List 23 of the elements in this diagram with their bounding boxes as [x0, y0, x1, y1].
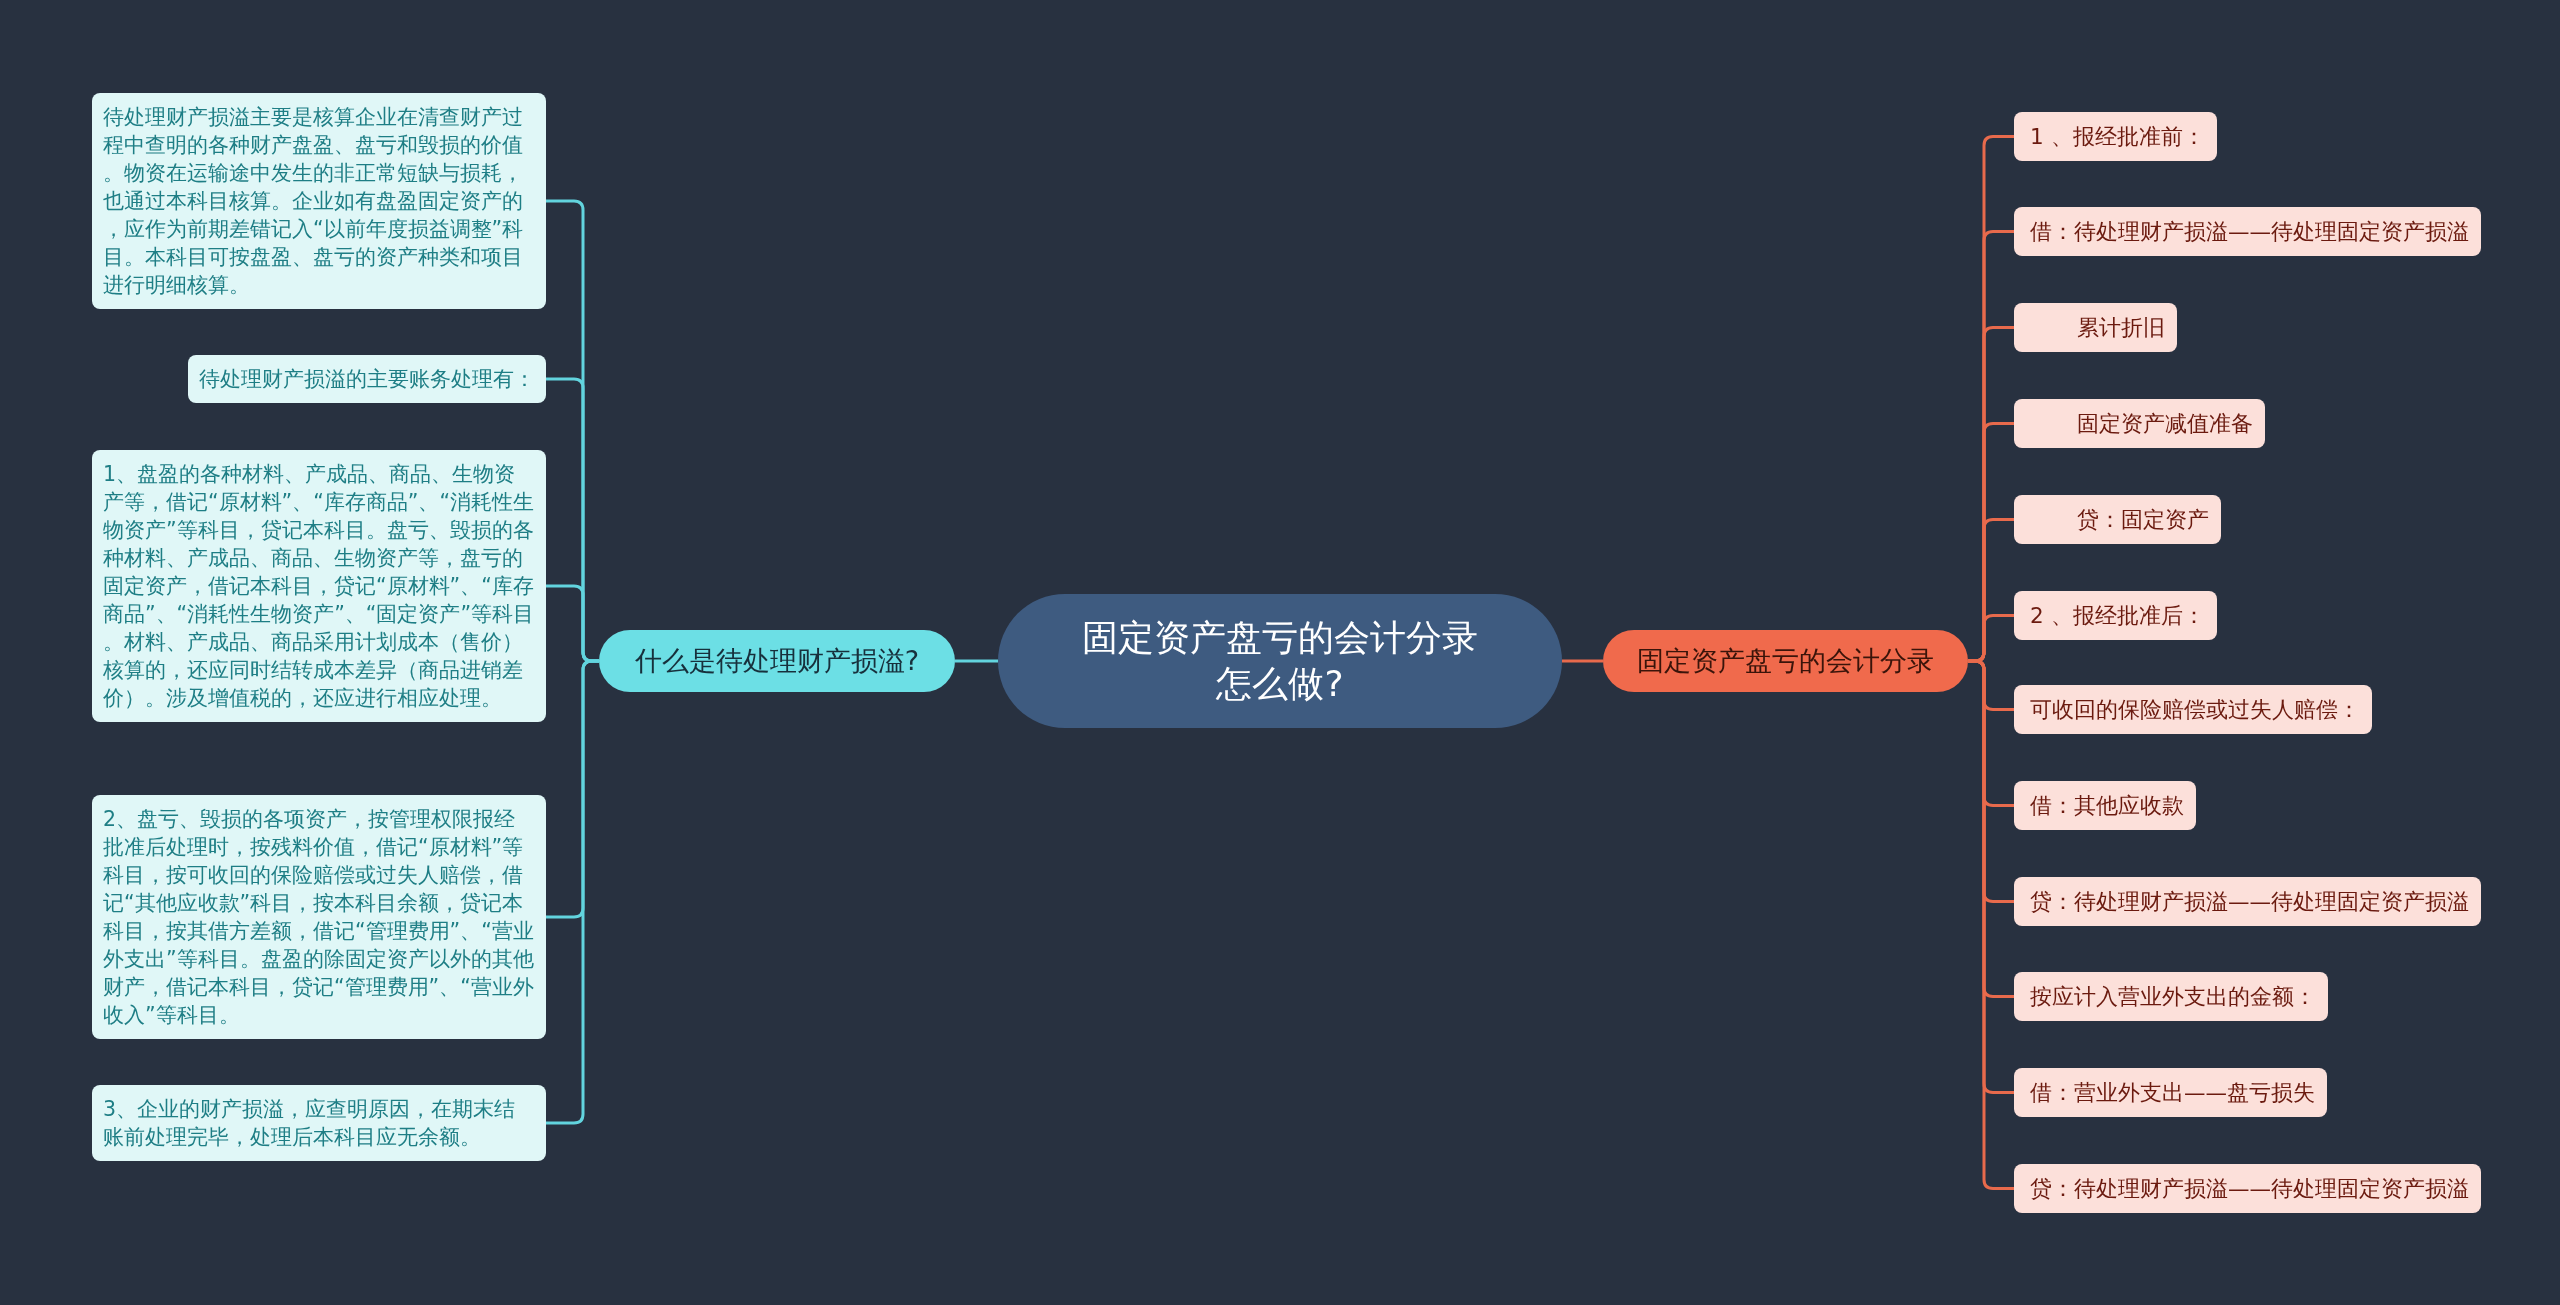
- note-box: 贷：待处理财产损溢——待处理固定资产损溢: [2014, 1164, 2481, 1213]
- note-box: 借：营业外支出——盘亏损失: [2014, 1068, 2327, 1117]
- note-box: 固定资产减值准备: [2014, 399, 2265, 448]
- connector-line: [1562, 659, 1603, 663]
- note-box: 借：其他应收款: [2014, 781, 2196, 830]
- topic-pill: 固定资产盘亏的会计分录: [1603, 630, 1968, 692]
- note-box: 累计折旧: [2014, 303, 2177, 352]
- note-box: 3、企业的财产损溢，应查明原因，在期末结账前处理完毕，处理后本科目应无余额。: [92, 1085, 546, 1161]
- note-box: 2、盘亏、毁损的各项资产，按管理权限报经批准后处理时，按残料价值，借记“原材料”等科目，按可收回的保险赔偿或过失人赔偿，借记“其他应收款”科目，按本科目余额，贷记本科目，按其借方差额，借记“管理费用”、“营业外支出”等科目。盘盈的除固定资产以外的其他财产，借记本科目，贷记“管理费用”、“营业外收入”等科目。: [92, 795, 546, 1039]
- central-topic-pill: 固定资产盘亏的会计分录怎么做?: [998, 594, 1562, 728]
- note-box: 待处理财产损溢主要是核算企业在清查财产过程中查明的各种财产盘盈、盘亏和毁损的价值。物资在运输途中发生的非正常短缺与损耗，也通过本科目核算。企业如有盘盈固定资产的，应作为前期差错记入“以前年度损益调整”科目。本科目可按盘盈、盘亏的资产种类和项目进行明细核算。: [92, 93, 546, 309]
- connector-line: [955, 659, 998, 663]
- connector-line: [546, 659, 599, 1125]
- note-box: 借：待处理财产损溢——待处理固定资产损溢: [2014, 207, 2481, 256]
- note-box: 可收回的保险赔偿或过失人赔偿：: [2014, 685, 2372, 734]
- note-box: 待处理财产损溢的主要账务处理有：: [188, 355, 546, 403]
- note-box: 1 、报经批准前：: [2014, 112, 2217, 161]
- note-box: 按应计入营业外支出的金额：: [2014, 972, 2328, 1021]
- note-box: 1、盘盈的各种材料、产成品、商品、生物资产等，借记“原材料”、“库存商品”、“消耗性生物资产”等科目，贷记本科目。盘亏、毁损的各种材料、产成品、商品、生物资产等，盘亏的固定资产，借记本科目，贷记“原材料”、“库存商品”、“消耗性生物资产”、“固定资产”等科目。材料、产成品、商品采用计划成本（售价）核算的，还应同时结转成本差异（商品进销差价）。涉及增值税的，还应进行相应处理。: [92, 450, 546, 722]
- note-box: 贷：固定资产: [2014, 495, 2221, 544]
- topic-pill: 什么是待处理财产损溢?: [598, 630, 955, 692]
- note-box: 2 、报经批准后：: [2014, 591, 2217, 640]
- note-box: 贷：待处理财产损溢——待处理固定资产损溢: [2014, 877, 2481, 926]
